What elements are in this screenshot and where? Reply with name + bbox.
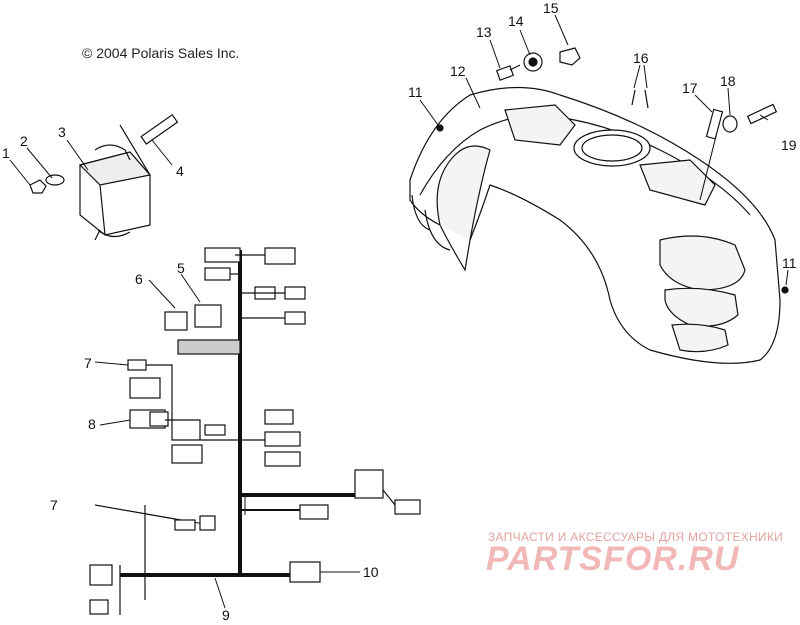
callout-2: 2 — [20, 133, 28, 149]
callout-11: 11 — [408, 84, 423, 100]
fuse-holder — [149, 411, 169, 427]
switch-washer — [722, 115, 738, 133]
callout-17: 17 — [682, 80, 698, 96]
callout-12: 12 — [450, 63, 466, 79]
wiring-harness-assembly — [89, 247, 421, 615]
callout-16: 16 — [633, 50, 649, 66]
regulator-nut — [29, 179, 47, 194]
ignition-switch — [559, 47, 581, 66]
switch-plug — [705, 108, 724, 140]
callout-7: 7 — [84, 355, 92, 371]
callout-11: 11 — [782, 255, 797, 271]
switch-stud — [746, 103, 778, 125]
callout-13: 13 — [476, 24, 492, 40]
callout-5: 5 — [177, 260, 185, 276]
regulator-bolt — [140, 113, 179, 145]
callout-1: 1 — [2, 145, 10, 161]
callout-19: 19 — [781, 137, 797, 153]
relay — [194, 304, 222, 328]
callout-7: 7 — [50, 497, 58, 513]
gauge-opening — [573, 129, 651, 167]
callout-4: 4 — [176, 163, 184, 179]
callout-15: 15 — [543, 0, 559, 16]
watermark-tagline: ЗАПЧАСТИ И АКСЕССУАРЫ ДЛЯ МОТОТЕХНИКИ — [488, 530, 784, 544]
panel-screw — [436, 124, 444, 132]
callout-3: 3 — [58, 124, 66, 140]
callout-18: 18 — [720, 73, 736, 89]
ignition-key — [495, 65, 515, 81]
callout-14: 14 — [508, 13, 524, 29]
callout-8: 8 — [88, 416, 96, 432]
relay — [164, 311, 188, 331]
panel-screw — [781, 286, 789, 294]
diagnostic-connector — [289, 561, 321, 583]
harness-connector — [354, 469, 384, 499]
washer — [45, 174, 65, 186]
callout-9: 9 — [222, 607, 230, 623]
voltage-regulator-assembly — [9, 113, 179, 241]
copyright-notice: © 2004 Polaris Sales Inc. — [82, 45, 240, 61]
callout-6: 6 — [135, 271, 143, 287]
instrument-panel-assembly — [409, 14, 789, 364]
watermark-logo: PARTSFOR.RU — [486, 540, 740, 578]
callout-10: 10 — [363, 564, 379, 580]
